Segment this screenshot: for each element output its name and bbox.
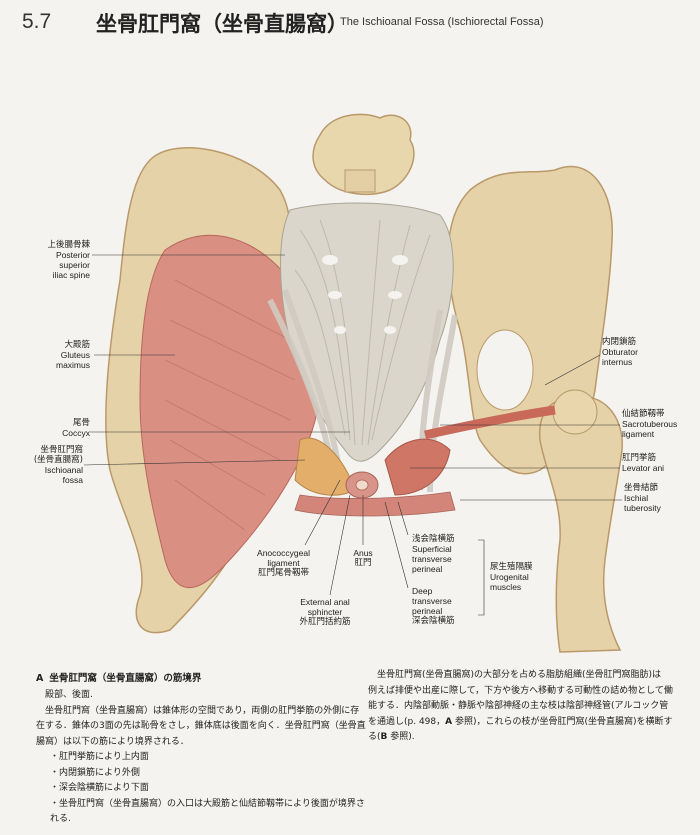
right-text-line: 例えば排便や出産に際して，下方や後方へ移動する可動性の詰め物として働 (368, 685, 673, 696)
section-title-en: The Ischioanal Fossa (Ischiorectal Fossa… (340, 16, 544, 28)
caption-a-paragraph: 坐骨肛門窩（坐骨直腸窩）は錐体形の空間であり，両側の肛門挙筋の外側に存在する．錐… (36, 705, 366, 747)
section-title-jp: 坐骨肛門窩（坐骨直腸窩） (96, 12, 348, 36)
caption-a-body: 殿部、後面. 坐骨肛門窩（坐骨直腸窩）は錐体形の空間であり，両側の肛門挙筋の外側… (36, 688, 366, 828)
label-levator-ani: 肛門挙筋 Levator ani (622, 453, 665, 473)
right-text-line: 能する．内陰部動脈・静脈や陰部神経の主な枝は陰部神経管(アルコック管 (368, 701, 669, 711)
pelvis-illustration (83, 113, 623, 653)
caption-a-subtitle: 殿部、後面. (45, 690, 93, 700)
right-text-line: を通過し(p. 498，A 参照)，これらの枝が坐骨肛門窩(坐骨直腸窩)を横断す (368, 716, 673, 727)
right-column-text: 坐骨肛門窩(坐骨直腸窩)の大部分を占める脂肪組織(坐骨肛門窩脂肪)は 例えば排便… (368, 668, 700, 746)
right-text-line: る(B 参照). (368, 732, 415, 742)
caption-a-item: ・肛門挙筋により上内面 (50, 752, 149, 762)
caption-a-item: ・坐骨肛門窩（坐骨直腸窩）の入口は大殿筋と仙結節靱帯により後面が境界される. (50, 798, 365, 825)
section-number: 5.7 (22, 10, 52, 33)
caption-a-item: ・深会陰横筋により下面 (50, 783, 149, 793)
label-anus: Anus 肛門 (353, 548, 373, 568)
right-text-line: 坐骨肛門窩(坐骨直腸窩)の大部分を占める脂肪組織(坐骨肛門窩脂肪)は (377, 670, 662, 680)
label-coccyx: 尾骨 Coccyx (62, 418, 90, 438)
caption-a-item: ・内閉鎖筋により外側 (50, 767, 140, 778)
